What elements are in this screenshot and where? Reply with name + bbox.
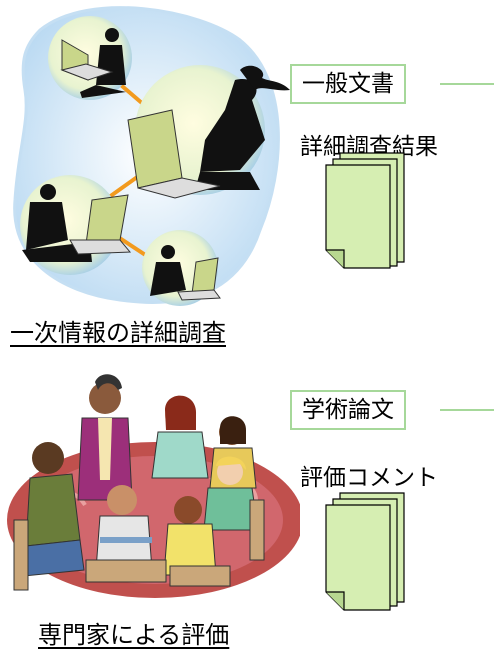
caption-expert-review: 専門家による評価 [38, 621, 230, 649]
output-label-review-comments: 評価コメント [300, 465, 438, 491]
document-stack-icon [325, 152, 405, 269]
person-icon [163, 496, 217, 576]
person-icon [151, 395, 209, 479]
meeting-clipart [7, 374, 300, 598]
network-clipart [13, 6, 290, 306]
document-stack-icon [325, 492, 405, 611]
caption-research: 一次情報の詳細調査 [10, 319, 226, 347]
category-tag-general-documents: 一般文書 [290, 64, 406, 104]
person-icon [95, 485, 153, 571]
tag-connector-line [440, 83, 494, 85]
category-tag-academic-papers: 学術論文 [290, 390, 406, 430]
person-icon [77, 374, 133, 501]
tag-connector-line [440, 409, 494, 411]
person-icon [203, 456, 259, 531]
